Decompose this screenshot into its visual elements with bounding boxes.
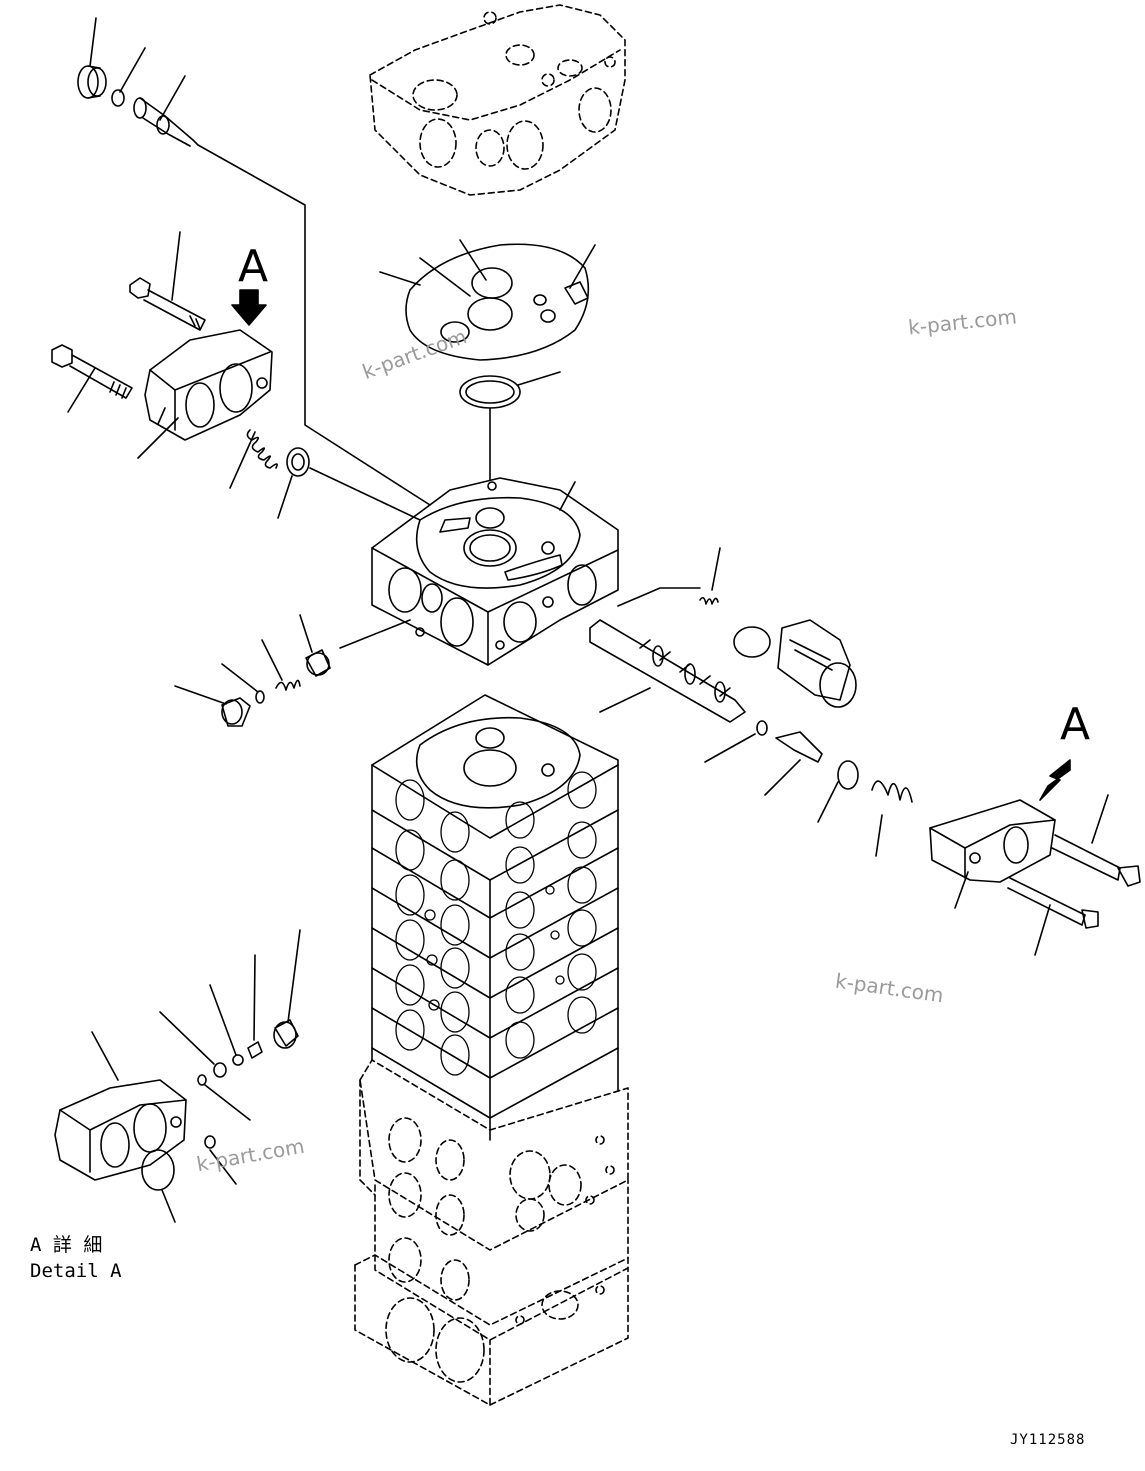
lower-valve-stack [371,694,619,1141]
left-small-parts [174,614,331,727]
detail-a-assembly [54,929,301,1223]
drawing-code: JY112588 [1010,1432,1086,1448]
right-small-parts [699,547,913,857]
detail-label-en: Detail A [30,1260,122,1282]
view-arrow-label-left: A [238,241,269,292]
gasket-plate [379,239,596,361]
right-cap [929,759,1141,956]
main-valve-block [339,477,701,666]
spool [589,619,746,723]
upper-left-bolts [51,231,206,413]
left-spring-and-seal [229,429,421,521]
top-left-plug-group [77,17,199,147]
oring-large [459,371,561,481]
view-arrow-label-right: A [1060,699,1091,750]
detail-label-jp: A 詳 細 [30,1234,103,1256]
pin-leader-line [197,144,431,506]
upper-left-cap [137,289,273,459]
upper-section-phantom [369,4,626,196]
bottom-blocks-phantom [354,1059,629,1406]
